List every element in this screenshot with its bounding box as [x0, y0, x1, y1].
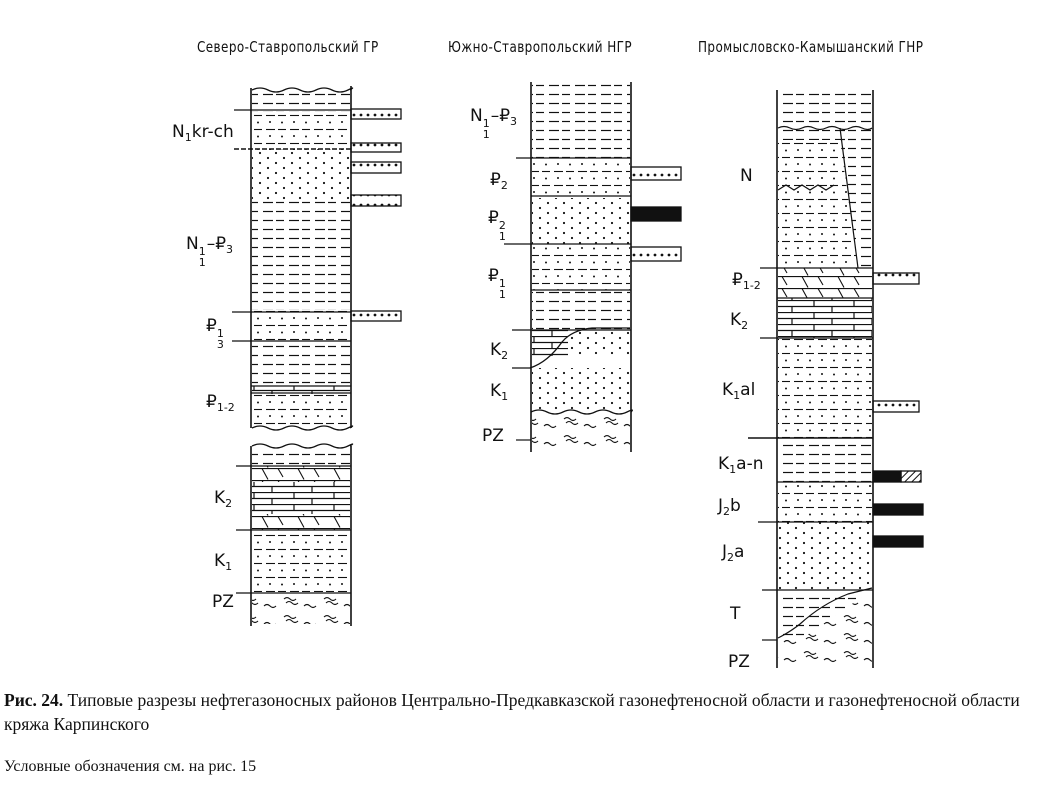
column-title-2: Южно-Ставропольский НГР — [448, 38, 633, 56]
layer-label-k1al: K1al — [722, 380, 756, 402]
layer-label-p12: ₽1-2 — [206, 392, 235, 414]
legend-note: Условные обозначения см. на рис. 15 — [4, 758, 257, 775]
layer-label-k1: K1 — [214, 551, 233, 573]
column-title-3: Промысловско-Камышанский ГНР — [698, 38, 924, 56]
layer-label-j2a: J2a — [722, 542, 745, 564]
layer-label-pz: PZ — [212, 592, 234, 612]
column-3 — [748, 90, 924, 668]
layer-label-k1an: K1a-n — [718, 454, 764, 476]
layer-label-p2: ₽2 — [490, 170, 508, 192]
columns-drawing — [232, 82, 924, 668]
column-title-1: Северо-Ставропольский ГР — [197, 38, 379, 56]
column-1 — [232, 86, 402, 626]
layer-label-k1: K1 — [490, 381, 509, 403]
layer-label-k2: K2 — [214, 488, 233, 510]
layer-label-t: T — [730, 604, 741, 624]
layer-label-pz: PZ — [482, 426, 504, 446]
layer-label-n: N — [740, 166, 753, 186]
layer-label-j2b: J2b — [718, 496, 741, 518]
caption-text: Типовые разрезы нефтегазоносных районов … — [4, 690, 1020, 734]
stratigraphic-columns-figure: Северо-Ставропольский ГР Южно-Ставрополь… — [172, 38, 924, 672]
layer-label-n1krch: N1kr-ch — [172, 122, 234, 144]
layer-label-k2: K2 — [490, 340, 509, 362]
figure-caption: Рис. 24. Типовые разрезы нефтегазоносных… — [4, 688, 1049, 736]
column-2 — [504, 82, 682, 452]
layer-label-pz: PZ — [728, 652, 750, 672]
reservoir-bar-sand — [350, 108, 402, 322]
layer-label-k2: K2 — [730, 310, 749, 332]
reservoir-bars — [872, 272, 924, 548]
reservoir-bars — [630, 166, 682, 262]
figure-number: Рис. 24. — [4, 690, 64, 710]
layer-label-p12: ₽1-2 — [732, 270, 761, 292]
